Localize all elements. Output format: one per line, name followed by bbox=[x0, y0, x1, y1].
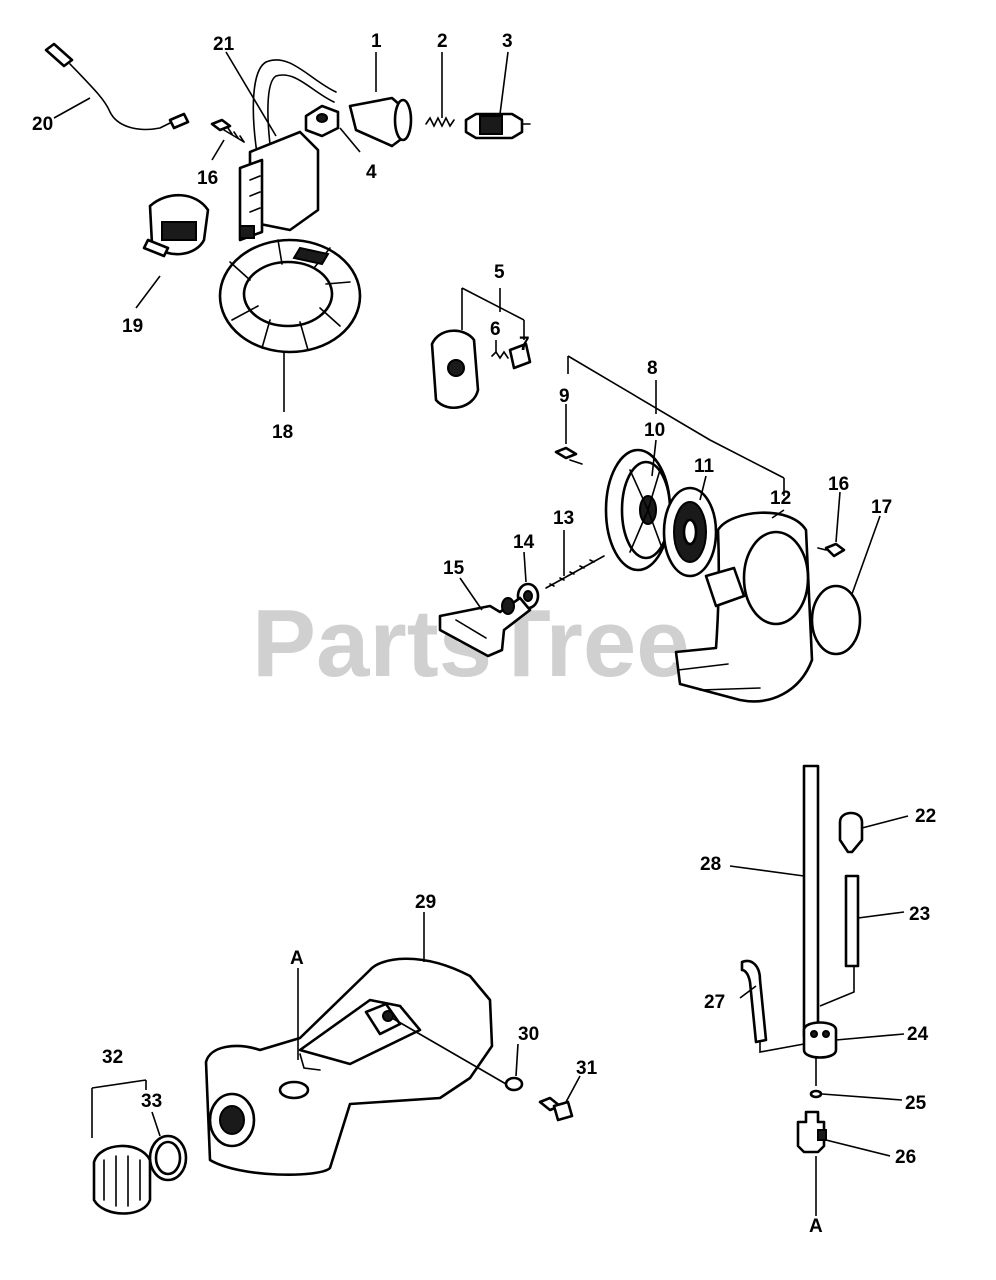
label-2: 2 bbox=[437, 31, 448, 52]
part-1-plug-boot bbox=[348, 96, 413, 148]
label-1: 1 bbox=[371, 31, 382, 52]
label-8: 8 bbox=[647, 358, 658, 379]
part-2-spring bbox=[425, 116, 455, 128]
part-20-ignition-wire bbox=[44, 42, 190, 131]
label-3: 3 bbox=[502, 31, 513, 52]
part-26-fuel-filter bbox=[796, 1110, 827, 1154]
part-15-handle bbox=[438, 596, 532, 658]
part-4-terminal bbox=[304, 104, 340, 138]
part-32-fuel-cap bbox=[92, 1144, 152, 1215]
label-7: 7 bbox=[519, 334, 530, 355]
label-19: 19 bbox=[122, 316, 143, 337]
part-31-bolt bbox=[538, 1096, 574, 1122]
label-29: 29 bbox=[415, 892, 436, 913]
part-13-rope bbox=[545, 555, 605, 589]
label-24: 24 bbox=[907, 1024, 929, 1045]
part-33-cap-gasket bbox=[148, 1134, 188, 1182]
label-16-right: 16 bbox=[828, 474, 849, 495]
part-21-ignition-coil bbox=[238, 59, 337, 242]
part-5-pawl-assembly bbox=[430, 329, 532, 410]
label-33: 33 bbox=[141, 1091, 162, 1112]
part-22-filter-cap bbox=[838, 811, 864, 854]
part-23-tube bbox=[844, 874, 860, 968]
label-30: 30 bbox=[518, 1024, 539, 1045]
label-12: 12 bbox=[770, 488, 791, 509]
label-27: 27 bbox=[704, 992, 725, 1013]
part-18-flywheel bbox=[218, 238, 362, 354]
label-15: 15 bbox=[443, 558, 465, 579]
part-11-recoil-spring bbox=[662, 486, 718, 578]
part-9-screw bbox=[554, 446, 583, 465]
part-17-gasket bbox=[810, 584, 862, 656]
label-26: 26 bbox=[895, 1147, 916, 1168]
label-18: 18 bbox=[272, 422, 293, 443]
label-17: 17 bbox=[871, 497, 892, 518]
label-31: 31 bbox=[576, 1058, 598, 1079]
label-13: 13 bbox=[553, 508, 574, 529]
label-11: 11 bbox=[694, 456, 715, 477]
part-24-grommet bbox=[802, 1021, 838, 1059]
part-30-washer bbox=[504, 1076, 524, 1092]
leader-lines bbox=[53, 51, 909, 1216]
label-32: 32 bbox=[102, 1047, 123, 1068]
label-6: 6 bbox=[490, 319, 501, 340]
label-22: 22 bbox=[915, 806, 936, 827]
part-10-pulley bbox=[604, 448, 672, 572]
label-16-top: 16 bbox=[197, 168, 218, 189]
label-ref-a-bottom: A bbox=[809, 1216, 823, 1237]
part-16-screw-right bbox=[817, 542, 846, 558]
label-10: 10 bbox=[644, 420, 665, 441]
label-5: 5 bbox=[494, 262, 505, 283]
label-9: 9 bbox=[559, 386, 570, 407]
part-19-armature bbox=[142, 193, 210, 258]
part-25-ring bbox=[809, 1089, 823, 1099]
label-4: 4 bbox=[366, 162, 377, 183]
part-29-fuel-tank bbox=[204, 957, 494, 1177]
label-21: 21 bbox=[213, 34, 235, 55]
label-20: 20 bbox=[32, 114, 53, 135]
label-ref-a-tank: A bbox=[290, 948, 304, 969]
label-25: 25 bbox=[905, 1093, 927, 1114]
part-12-starter-case bbox=[674, 511, 814, 703]
label-23: 23 bbox=[909, 904, 930, 925]
part-16-screw-top bbox=[210, 118, 245, 143]
part-27-return-line bbox=[740, 959, 768, 1044]
part-3-spark-plug bbox=[464, 112, 531, 140]
callout-labels: 1 2 3 4 20 21 16 19 18 5 6 7 8 9 10 11 1… bbox=[32, 31, 936, 1237]
label-14: 14 bbox=[513, 532, 535, 553]
part-28-fuel-line bbox=[802, 764, 820, 1038]
label-28: 28 bbox=[700, 854, 721, 875]
